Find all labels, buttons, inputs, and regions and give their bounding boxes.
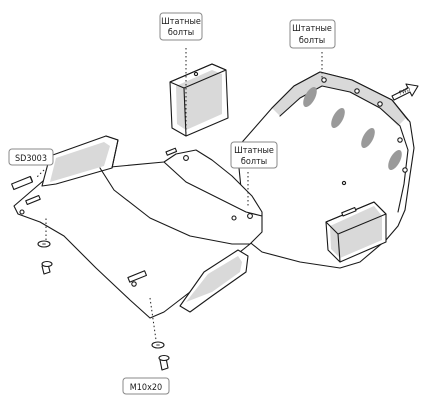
fwd-label: FWD [398,87,411,97]
svg-text:болты: болты [168,27,194,38]
bolt-left [41,260,53,275]
svg-text:SD3003: SD3003 [15,154,47,164]
callout-sd3003: SD3003 [8,148,54,166]
fwd-arrow: FWD [391,83,419,101]
svg-text:Штатные: Штатные [292,24,332,34]
svg-text:Штатные: Штатные [234,146,274,156]
callout-bolt: M10x20 [122,377,170,395]
washer-left [37,240,51,248]
callout-top-center: Штатные болты [159,12,203,41]
center-bracket [169,63,229,137]
bolt-bottom [158,354,170,371]
callout-top-right: Штатные болты [289,19,336,49]
svg-text:Штатные: Штатные [161,17,201,27]
right-plate-slots [303,87,402,170]
svg-text:M10x20: M10x20 [130,383,162,393]
spacer-plate [11,175,33,191]
left-plate [13,135,263,319]
right-plate [236,71,415,269]
assembly-lines [35,48,323,371]
callout-middle: Штатные болты [230,141,278,169]
washer-bottom [151,341,165,349]
svg-text:болты: болты [299,35,325,46]
svg-text:болты: болты [241,156,267,167]
